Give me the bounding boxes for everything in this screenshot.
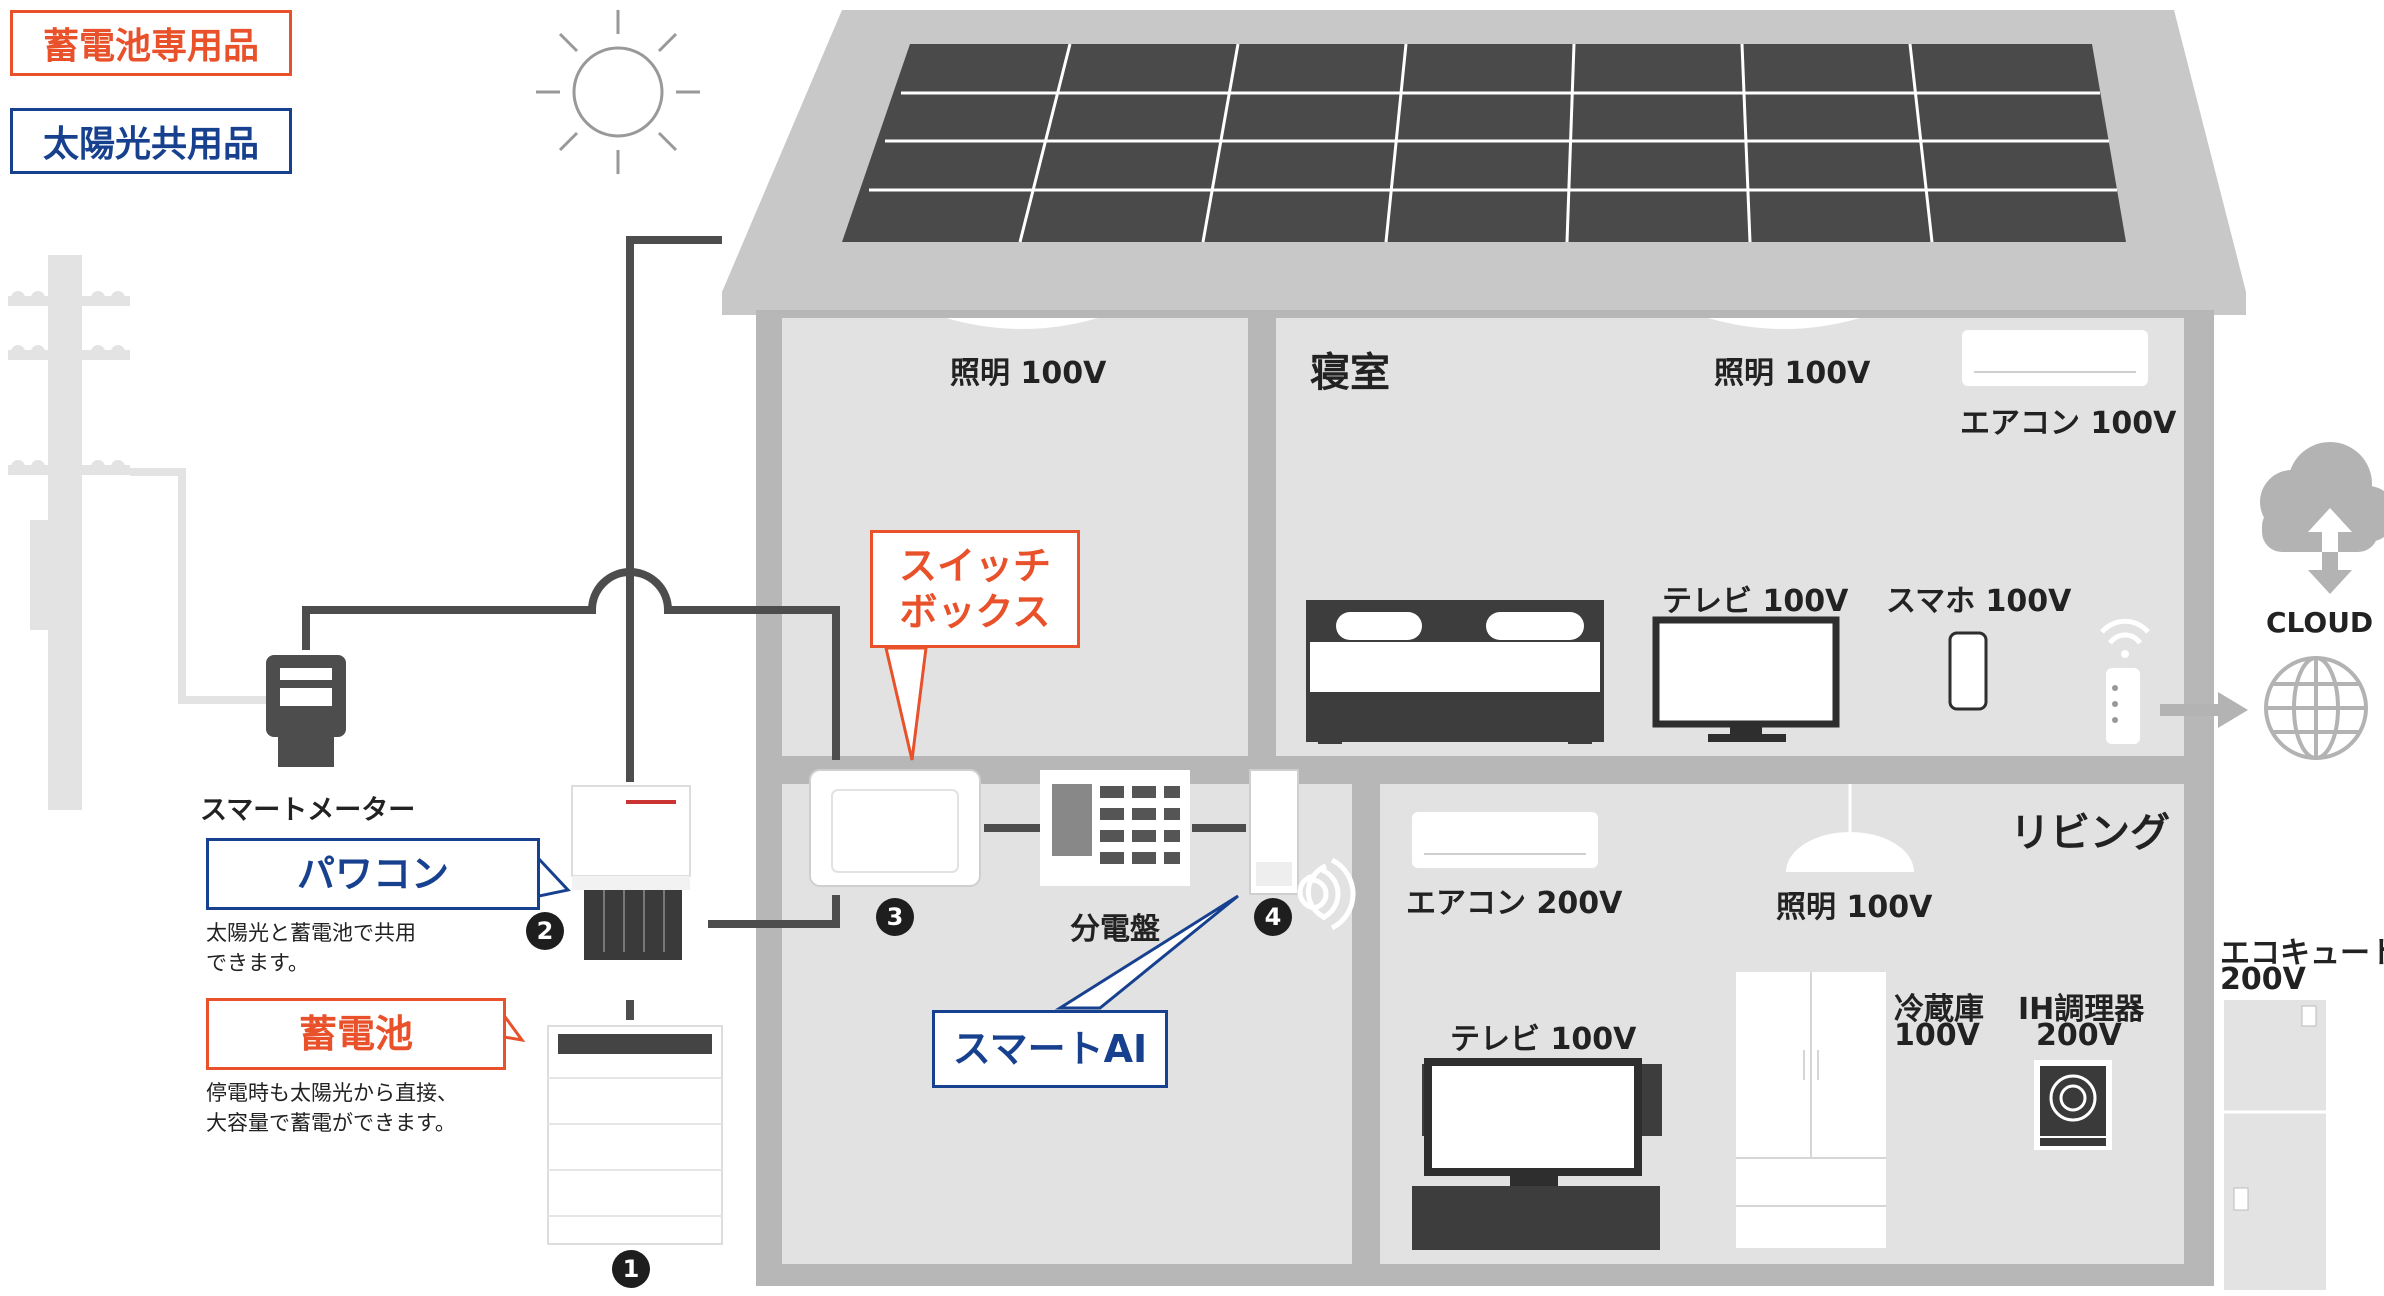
ih-cooker-icon [2034,1060,2112,1150]
legend-battery-only-label: 蓄電池専用品 [42,26,259,67]
power-conditioner-device [571,785,691,960]
globe-icon [2264,656,2368,760]
smartphone-icon [1948,631,1988,711]
callout-power-conditioner-label: パワコン [296,852,449,896]
bed-icon [1306,600,1604,744]
label-fridge-line2: 100V [1894,1018,1980,1053]
callout-smart-ai: スマートAI [932,1010,1168,1088]
ceiling-light-icon [1708,318,1860,329]
marker-three: 3 [876,898,914,936]
legend-solar-shared: 太陽光共用品 [10,108,292,174]
air-conditioner-icon [1962,330,2148,386]
living-tv-visible [1424,1058,1642,1186]
label-phone-bedroom: スマホ 100V [1886,584,2072,619]
wifi-router-icon [2100,618,2150,744]
marker-four: 4 [1254,898,1292,936]
tv-icon [1652,616,1840,742]
arrow-right-icon [2160,692,2248,728]
label-ih-line2: 200V [2036,1018,2122,1053]
smart-ai-device [1249,769,1328,921]
legend-battery-only: 蓄電池専用品 [10,10,292,76]
legend-solar-shared-label: 太陽光共用品 [42,124,259,165]
marker-one: 1 [612,1250,650,1288]
label-ac-bedroom: エアコン 100V [1960,406,2177,441]
label-tv-living: テレビ 100V [1450,1022,1637,1057]
marker-two: 2 [526,912,564,950]
label-fridge-line1: 冷蔵庫 [1894,992,1984,1027]
solar-panel-icon [842,43,2126,243]
callout-power-conditioner-desc-line1: 太陽光と蓄電池で共用 [206,921,416,945]
sun-icon [536,10,700,174]
wiring [302,236,1246,1020]
sync-arrow-icon [2308,508,2352,594]
air-conditioner-icon [1412,812,1598,868]
cloud-icon [2260,442,2384,552]
distribution-board-device [1040,770,1190,886]
switch-box-device [809,769,981,887]
callout-switch-box-line2: ボックス [899,590,1051,634]
label-ih-line1: IH調理器 [2018,992,2145,1027]
callout-switch-box-line1: スイッチ [898,544,1051,588]
pendant-light-icon [1786,784,1914,872]
label-ecocute-line2: 200V [2220,962,2306,997]
callout-smart-ai-label: スマートAI [952,1027,1148,1071]
label-light-living: 照明 100V [1776,890,1933,925]
callout-battery-desc-line2: 大容量で蓄電ができます。 [206,1111,456,1135]
label-ac-living: エアコン 200V [1406,886,1623,921]
label-distribution-board: 分電盤 [1070,912,1160,947]
wireless-signal-icon [1311,857,1356,931]
room-label-living: リビング [2010,810,2170,856]
callout-battery-label: 蓄電池 [298,1012,413,1056]
callout-power-conditioner: パワコン [206,838,540,910]
label-ecocute-line1: エコキュート [2220,936,2384,971]
ceiling-light-icon [946,318,1098,329]
callout-switch-box: スイッチ ボックス [870,530,1080,648]
label-smart-meter: スマートメーター [200,795,416,826]
refrigerator-icon [1736,972,1886,1248]
label-light-upper-left: 照明 100V [950,356,1107,391]
room-label-bedroom: 寝室 [1310,350,1390,396]
utility-pole-icon [8,255,270,810]
label-light-bedroom: 照明 100V [1714,356,1871,391]
tv-stand-icon [1412,1186,1660,1250]
eco-cute-icon [2224,1000,2326,1290]
callout-power-conditioner-desc-line2: できます。 [206,951,309,975]
label-tv-bedroom: テレビ 100V [1662,584,1849,619]
battery-device [547,1025,723,1245]
smart-meter-icon [266,655,346,767]
label-cloud: CLOUD [2266,606,2374,639]
callout-battery-desc-line1: 停電時も太陽光から直接、 [206,1081,458,1105]
callout-battery: 蓄電池 [206,998,506,1070]
